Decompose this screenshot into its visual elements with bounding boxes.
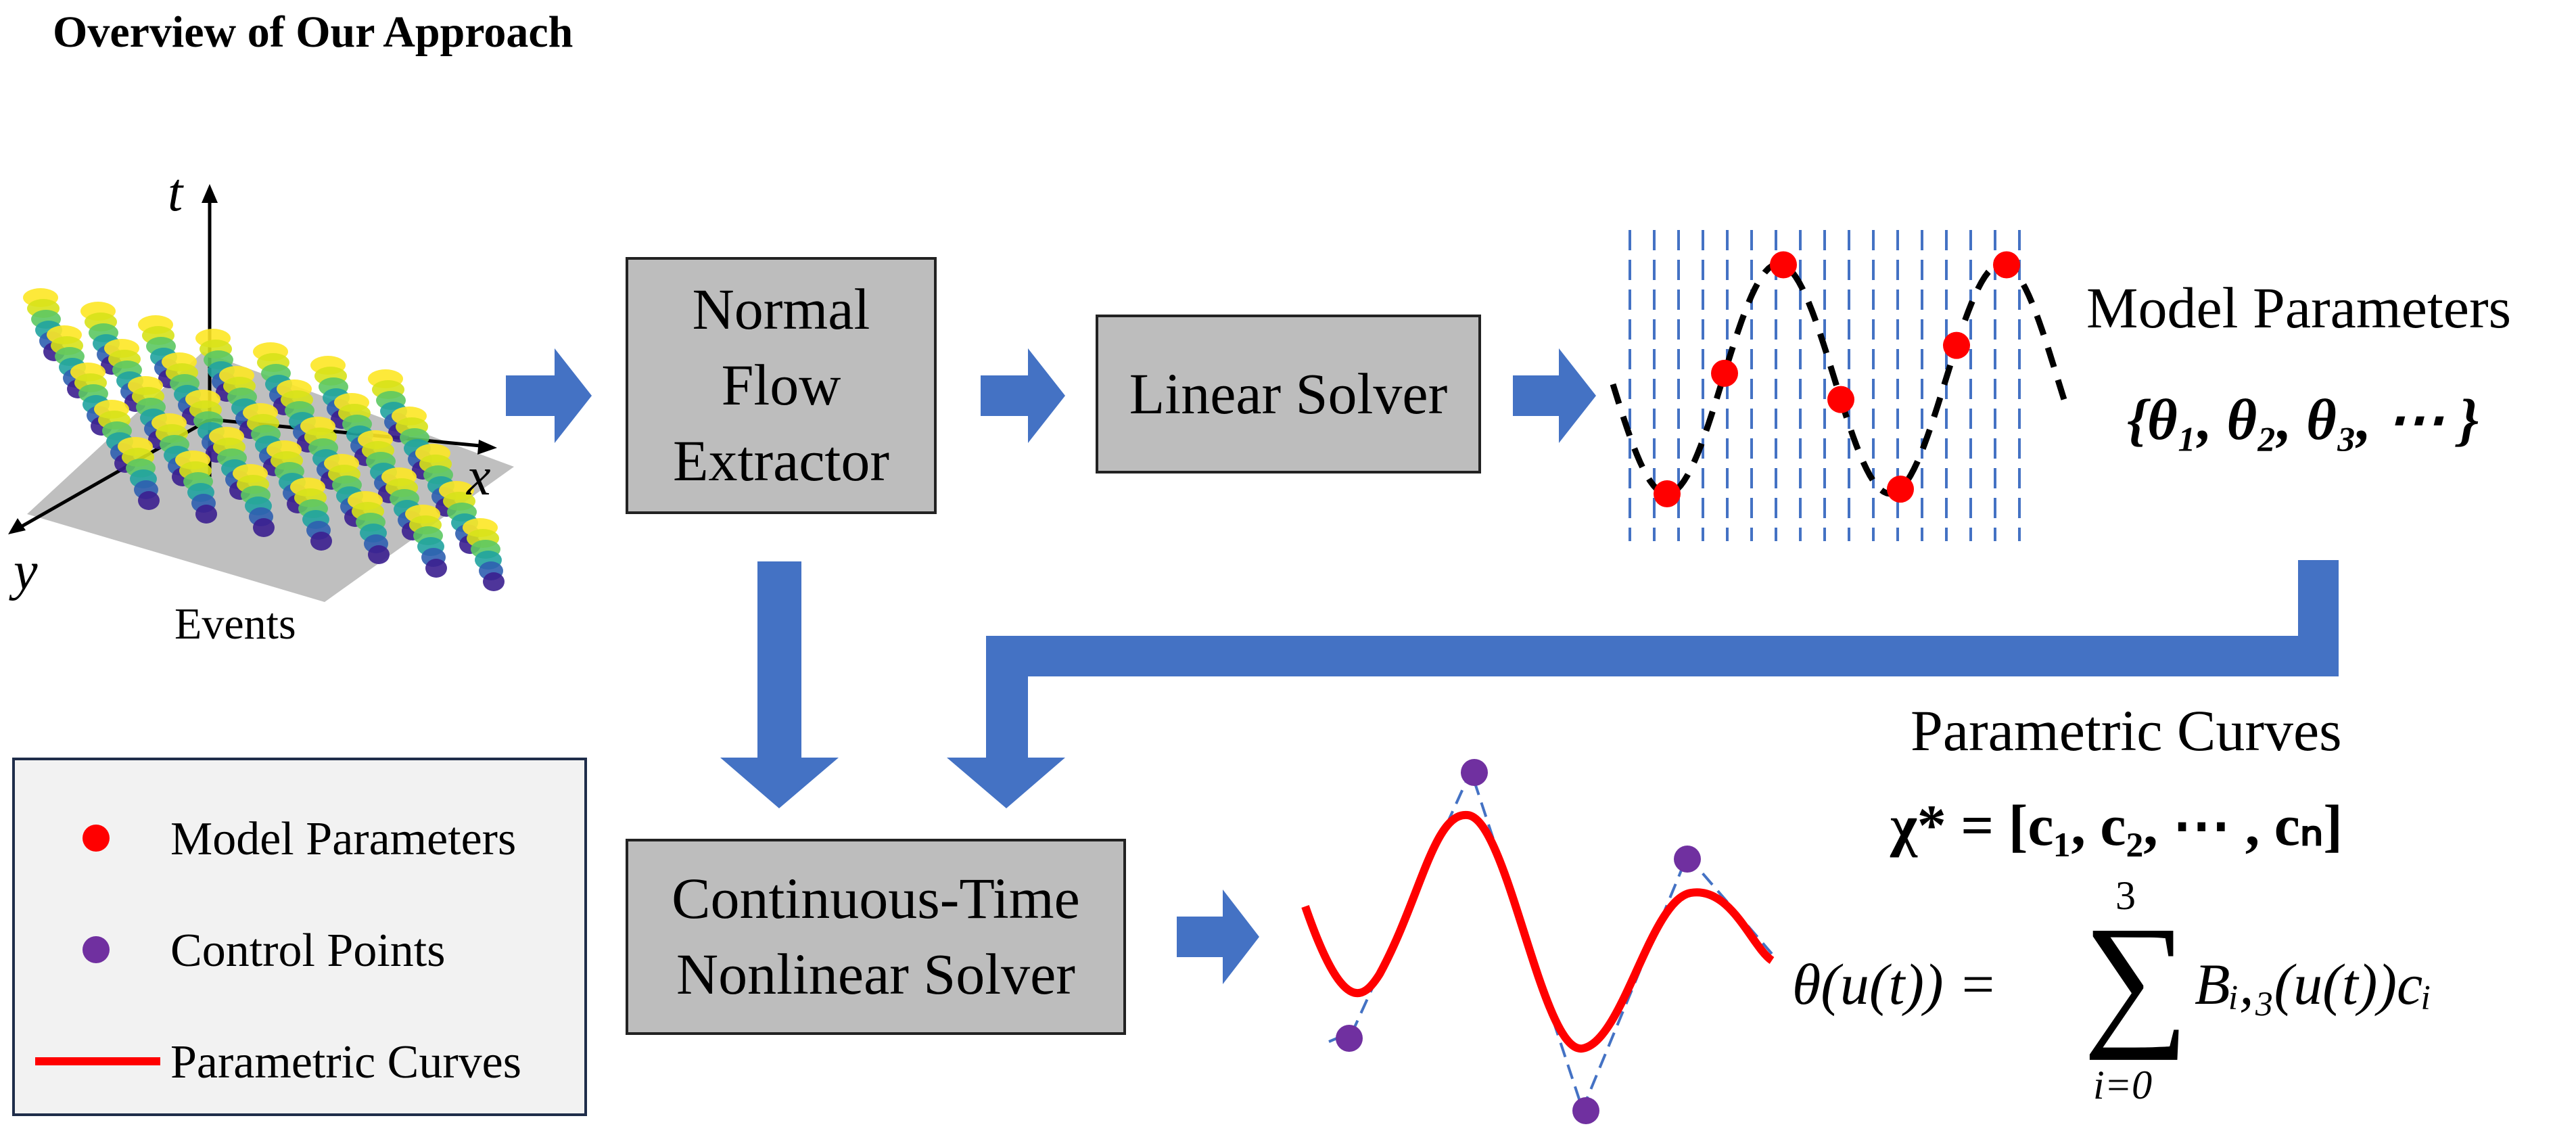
legend-red-dot [83, 825, 110, 852]
event-blob [368, 545, 390, 564]
box-line: Flow [721, 352, 841, 418]
model-sine-curve [1610, 260, 2069, 497]
model-parameter-dot [1993, 251, 2020, 279]
box-line: Nonlinear Solver [676, 942, 1075, 1007]
legend-item-model-parameters: Model Parameters [15, 797, 584, 879]
control-point [1674, 846, 1701, 873]
event-blob [138, 491, 160, 510]
legend: Model Parameters Control Points Parametr… [12, 758, 587, 1116]
arrow-linear-to-params [1513, 348, 1596, 443]
arrow-events-to-extractor [506, 348, 592, 443]
box-line: Normal [692, 277, 870, 342]
model-parameters-formula: {θ₁, θ₂, θ₃, ⋯ } [2127, 387, 2479, 452]
control-point [1336, 1025, 1363, 1052]
model-parameter-dot [1943, 331, 1970, 359]
sampling-lines [1629, 230, 2021, 541]
legend-label: Model Parameters [170, 813, 517, 865]
axis-t-label: t [168, 163, 183, 223]
model-parameter-dot [1654, 480, 1681, 507]
event-blob [310, 532, 332, 551]
control-points [1336, 759, 1701, 1124]
arrow-params-to-nonlinear [947, 560, 2339, 808]
page-title: Overview of Our Approach [53, 7, 573, 57]
event-blob [195, 505, 217, 524]
model-parameter-dot [1827, 386, 1854, 413]
control-point [1461, 759, 1488, 786]
t-axis-arrowhead [202, 184, 218, 203]
axis-x-label: x [467, 447, 491, 507]
legend-label: Control Points [170, 925, 446, 977]
model-parameter-dots [1654, 251, 2020, 507]
x-axis-arrowhead [477, 440, 497, 455]
legend-label: Parametric Curves [170, 1036, 521, 1088]
theta-formula-lhs: θ(u(t)) = [1792, 952, 1998, 1017]
control-point [1572, 1097, 1599, 1124]
box-line: Continuous-Time [672, 866, 1080, 931]
theta-formula-rhs: Bᵢ,₃(u(t))cᵢ [2195, 952, 2432, 1017]
linear-solver-box: Linear Solver [1096, 315, 1481, 473]
legend-item-control-points: Control Points [15, 909, 584, 990]
event-blob [253, 518, 275, 537]
chi-formula: χ* = [c₁, c₂, ⋯ , cₙ] [1890, 793, 2343, 858]
sum-lower-limit: i=0 [2093, 1063, 2153, 1107]
event-point-clouds [23, 288, 505, 591]
sum-upper-limit: 3 [2115, 873, 2136, 918]
events-caption: Events [174, 599, 296, 649]
model-parameters-label: Model Parameters [2086, 275, 2512, 340]
normal-flow-extractor-box: Normal Flow Extractor [626, 257, 937, 514]
arrow-extractor-to-linear [981, 348, 1065, 443]
events-plot [8, 184, 514, 602]
y-axis-arrowhead [8, 518, 26, 534]
legend-purple-dot [83, 936, 110, 963]
arrow-nonlinear-to-curve [1177, 889, 1259, 984]
box-line: Extractor [673, 427, 889, 493]
model-parameter-dot [1711, 359, 1738, 387]
nonlinear-solver-box: Continuous-Time Nonlinear Solver [626, 839, 1126, 1035]
event-blob [483, 572, 505, 591]
legend-item-parametric-curves: Parametric Curves [15, 1021, 584, 1102]
arrow-extractor-to-nonlinear [720, 561, 839, 808]
parametric-curve [1301, 810, 1775, 1053]
linear-solver-label: Linear Solver [1129, 361, 1448, 426]
model-parameter-dot [1887, 476, 1914, 503]
summation-symbol: ∑ [2083, 896, 2189, 1061]
axis-y-label: y [14, 542, 38, 601]
parametric-curves-label: Parametric Curves [1911, 698, 2342, 763]
model-parameter-dot [1770, 251, 1797, 279]
event-blob [425, 559, 447, 578]
